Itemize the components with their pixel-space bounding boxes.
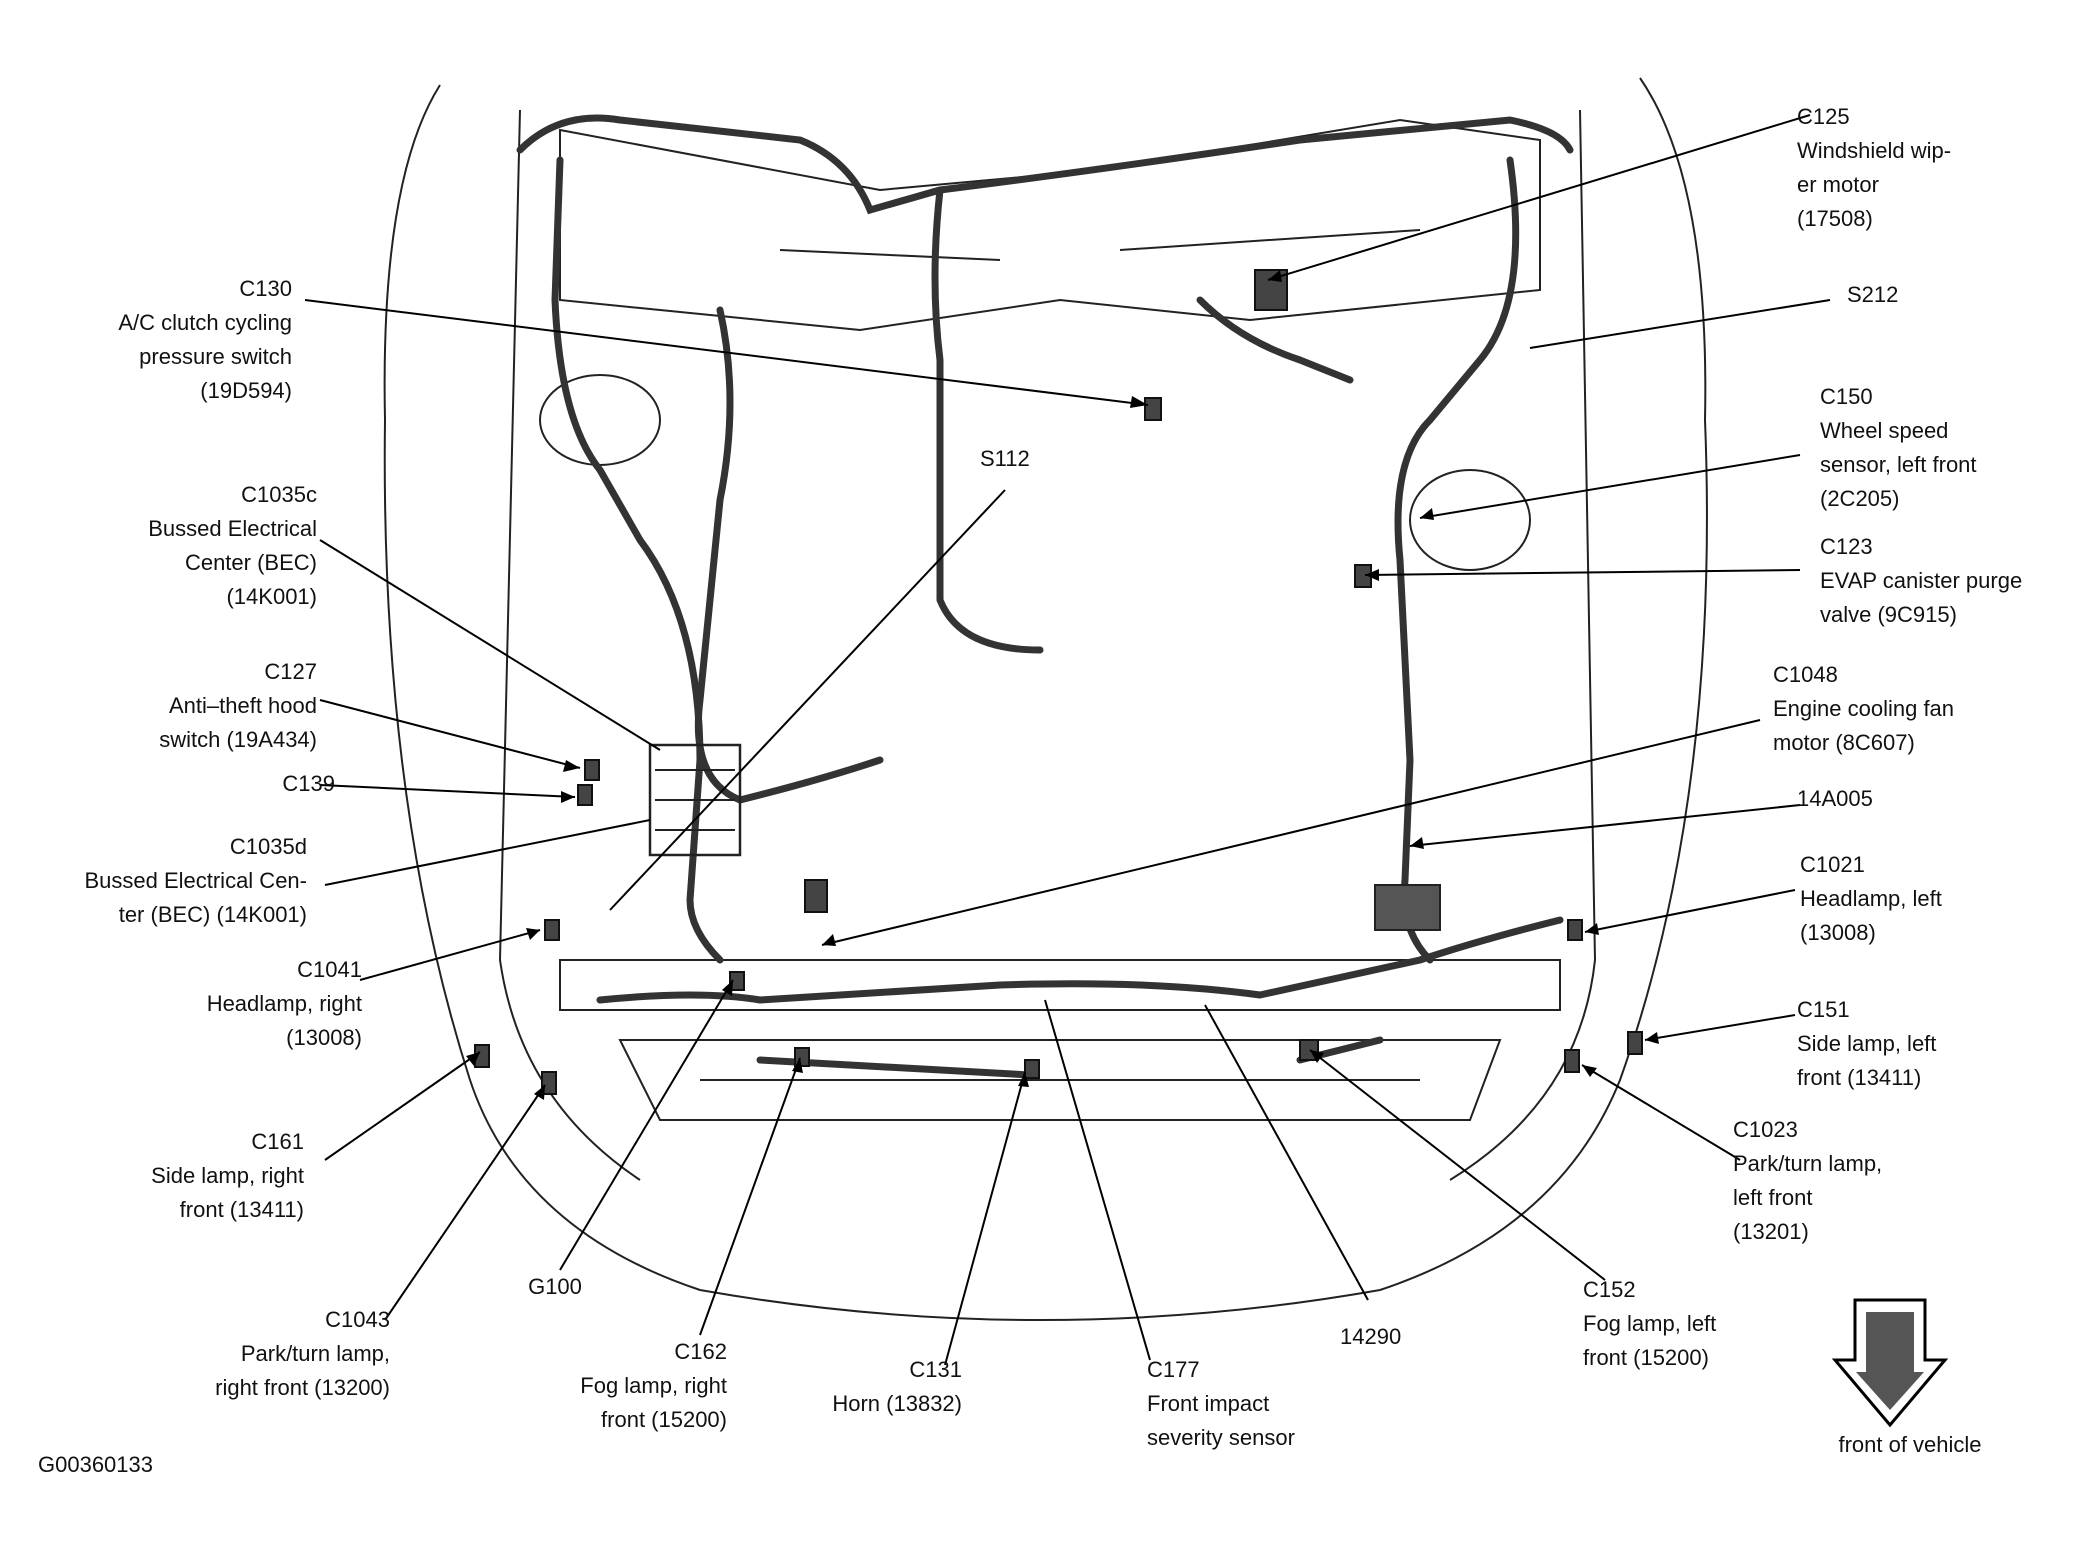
callout-c139: C139: [282, 771, 335, 796]
inner-fender-left: [1449, 109, 1597, 1181]
harness-right-side: [551, 156, 724, 964]
callout-c1023: C1023 Park/turn lamp, left front (13201): [1733, 1117, 1883, 1244]
callout-c125: C125 Windshield wip- er motor (17508): [1797, 104, 1952, 231]
callout-c152: C152 Fog lamp, left front (15200): [1583, 1277, 1717, 1370]
callout-c150: C150 Wheel speed sensor, left front (2C2…: [1820, 384, 1977, 511]
callout-14290: 14290: [1340, 1324, 1402, 1349]
callout-c123: C123 EVAP canister purge valve (9C915): [1820, 534, 2023, 627]
callout-c1043: C1043 Park/turn lamp, right front (13200…: [215, 1307, 390, 1400]
callout-g100: G100: [528, 1274, 582, 1299]
callout-c1021: C1021 Headlamp, left (13008): [1800, 852, 1942, 945]
callout-c151: C151 Side lamp, left front (13411): [1797, 997, 1937, 1090]
shock-tower-left: [1409, 469, 1531, 571]
body-outline: [383, 77, 1708, 1321]
callout-c127: C127 Anti–theft hood switch (19A434): [159, 659, 317, 752]
callout-c1041: C1041 Headlamp, right (13008): [206, 957, 362, 1050]
shock-tower-right: [539, 374, 661, 466]
callout-s112: S112: [980, 446, 1030, 471]
callout-c162: C162 Fog lamp, right front (15200): [580, 1339, 727, 1432]
callout-c1048: C1048 Engine cooling fan motor (8C607): [1773, 662, 1955, 755]
front-direction-arrow-icon: [1831, 1298, 1949, 1428]
callout-s212: S212: [1847, 282, 1899, 307]
callout-c1035d: C1035d Bussed Electrical Cen- ter (BEC) …: [84, 834, 307, 927]
radiator-support: [559, 959, 1561, 1011]
callout-c130: C130 A/C clutch cycling pressure switch …: [118, 276, 292, 403]
figure-id: G00360133: [38, 1452, 153, 1477]
front-of-vehicle-label: front of vehicle: [1838, 1432, 1982, 1457]
callout-c1035c: C1035c Bussed Electrical Center (BEC) (1…: [148, 482, 317, 609]
harness-top: [516, 114, 1574, 215]
fan-motor-connector: [1374, 884, 1441, 931]
harness-center: [694, 306, 884, 804]
callout-c161: C161 Side lamp, right front (13411): [151, 1129, 304, 1222]
harness-left-side: [1394, 156, 1520, 964]
callout-c177: C177 Front impact severity sensor: [1147, 1357, 1295, 1450]
callout-c131: C131 Horn (13832): [832, 1357, 962, 1416]
bec-box: [648, 743, 742, 857]
cowl-panel: [559, 118, 1541, 332]
harness-fog: [756, 1036, 1384, 1079]
inner-fender-right: [498, 109, 641, 1181]
callout-14a005: 14A005: [1797, 786, 1873, 811]
harness-front: [596, 916, 1564, 1004]
